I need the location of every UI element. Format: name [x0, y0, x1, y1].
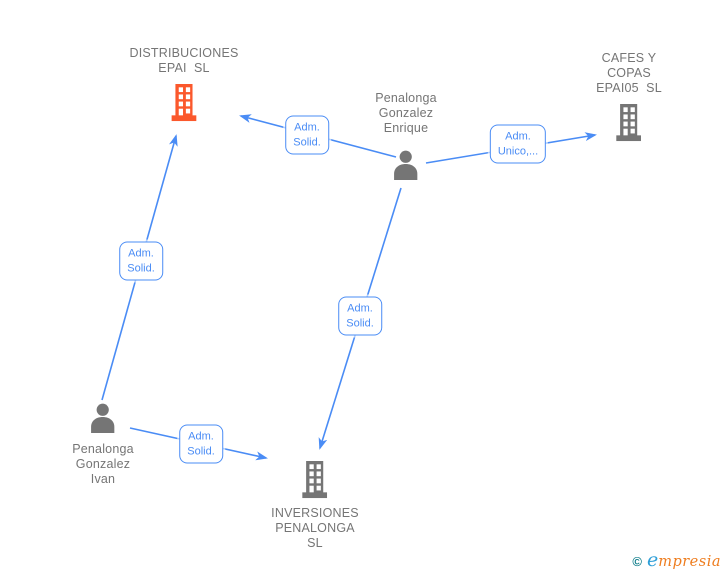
edge-label-enrique-inversiones: Adm. Solid.: [338, 296, 382, 336]
node-cafes-y-copas-epai05-sl[interactable]: CAFES Y COPAS EPAI05 SL: [596, 51, 662, 142]
edge-label-line: Solid.: [346, 317, 374, 330]
edge-label-line: Unico,...: [497, 145, 539, 158]
node-label-line: EPAI05 SL: [596, 81, 662, 95]
empresia-logo[interactable]: © empresia: [632, 549, 721, 571]
copyright-icon: ©: [632, 554, 642, 569]
node-label-line: DISTRIBUCIONES: [129, 46, 239, 60]
brand-text: empresia: [647, 549, 721, 571]
edge-label-line: Adm.: [128, 247, 154, 260]
node-label-line: Penalonga: [72, 442, 134, 456]
edge-label-ivan-distribuciones: Adm. Solid.: [119, 241, 163, 281]
edge-label-line: Adm.: [505, 130, 531, 143]
node-label-line: Gonzalez: [378, 106, 434, 120]
node-label-line: COPAS: [607, 66, 651, 80]
edge-label-line: Adm.: [294, 121, 320, 134]
brand-rest: mpresia: [658, 554, 721, 570]
node-label-line: Penalonga: [375, 91, 437, 105]
node-label: CAFES Y COPAS EPAI05 SL: [596, 51, 662, 96]
node-label: Penalonga Gonzalez Ivan: [72, 442, 134, 487]
node-penalonga-gonzalez-ivan[interactable]: Penalonga Gonzalez Ivan: [72, 402, 134, 487]
node-label-line: Gonzalez: [75, 457, 131, 471]
node-label-line: INVERSIONES: [271, 506, 359, 520]
node-label-line: CAFES Y: [601, 51, 657, 65]
edge-label-ivan-inversiones: Adm. Solid.: [179, 424, 223, 464]
building-icon: [612, 104, 645, 142]
edge-label-enrique-cafes: Adm. Unico,...: [489, 124, 547, 164]
node-penalonga-gonzalez-enrique[interactable]: Penalonga Gonzalez Enrique: [375, 91, 437, 182]
person-icon: [87, 402, 118, 435]
building-icon: [168, 84, 201, 122]
edge-label-line: Solid.: [293, 136, 321, 149]
node-label: Penalonga Gonzalez Enrique: [375, 91, 437, 136]
node-label: DISTRIBUCIONES EPAI SL: [129, 46, 238, 76]
building-icon: [298, 461, 331, 499]
edge-label-line: Solid.: [127, 262, 155, 275]
node-inversiones-penalonga-sl[interactable]: INVERSIONES PENALONGA SL: [271, 461, 359, 551]
node-label-line: Enrique: [383, 121, 429, 135]
node-label-line: EPAI SL: [158, 61, 210, 75]
node-label-line: Ivan: [90, 472, 116, 486]
node-distribuciones-epai-sl[interactable]: DISTRIBUCIONES EPAI SL: [129, 46, 238, 122]
edge-label-line: Adm.: [347, 302, 373, 315]
node-label: INVERSIONES PENALONGA SL: [271, 506, 359, 551]
brand-initial: e: [646, 549, 659, 571]
person-icon: [390, 149, 421, 182]
node-label-line: SL: [307, 536, 323, 550]
edge-label-line: Adm.: [188, 430, 214, 443]
node-label-line: PENALONGA: [275, 521, 355, 535]
edge-label-enrique-distribuciones: Adm. Solid.: [285, 115, 329, 155]
edge-label-line: Solid.: [187, 445, 215, 458]
